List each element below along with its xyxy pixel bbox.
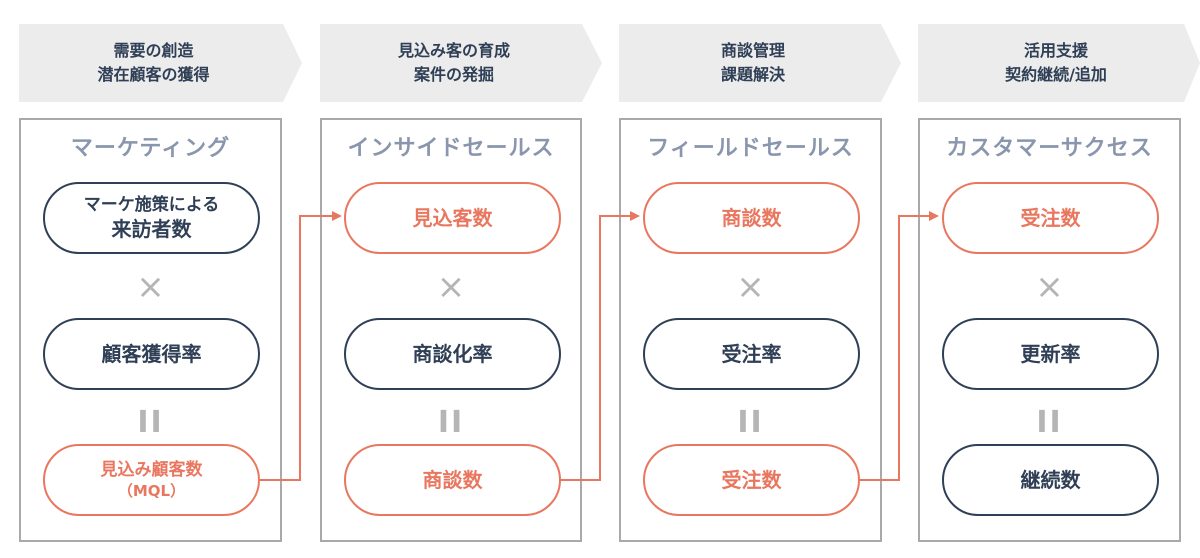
- stage-header-3-line-1: 商談管理: [720, 41, 785, 60]
- metric-orders-in: 受注数: [942, 182, 1159, 254]
- metric-renewals: 継続数: [942, 444, 1159, 516]
- stage-header-3-line-2: 課題解決: [720, 65, 785, 84]
- equals-operator: II: [437, 405, 465, 440]
- multiply-operator: ×: [736, 267, 765, 307]
- department-title: フィールドセールス: [647, 136, 854, 161]
- metric-win-rate: 受注率: [643, 318, 860, 390]
- department-title: インサイドセールス: [347, 136, 555, 161]
- department-title: マーケティング: [70, 136, 231, 161]
- multiply-operator: ×: [136, 267, 165, 307]
- stage-header-2-line-1: 見込み客の育成: [397, 41, 510, 60]
- metric-mql-line-1: 見込み顧客数: [100, 460, 203, 480]
- stage-column-inside-sales: インサイドセールス 見込客数 × 商談化率 II 商談数: [320, 118, 582, 542]
- metric-mql-line-2: （MQL）: [117, 482, 186, 500]
- equals-operator: II: [737, 405, 764, 440]
- stage-header-1-line-1: 需要の創造: [113, 41, 194, 60]
- stage-header-1-line-2: 潜在顧客の獲得: [97, 65, 210, 84]
- stage-header-4: 活用支援 契約継続/追加: [918, 24, 1200, 102]
- metric-mql: 見込み顧客数 （MQL）: [43, 444, 260, 516]
- stage-column-customer-success: カスタマーサクセス 受注数 × 更新率 II 継続数: [918, 118, 1181, 542]
- stage-column-field-sales: フィールドセールス 商談数 × 受注率 II 受注数: [619, 118, 882, 542]
- equals-operator: II: [1036, 405, 1063, 440]
- stage-header-4-line-2: 契約継続/追加: [1005, 65, 1107, 84]
- department-title: カスタマーサクセス: [946, 136, 1153, 161]
- stage-header-2-line-2: 案件の発掘: [413, 65, 494, 84]
- metric-meetings-in: 商談数: [643, 182, 860, 254]
- multiply-operator: ×: [436, 267, 466, 307]
- metric-renewal-rate: 更新率: [942, 318, 1159, 390]
- flow-arrow-1: [258, 211, 342, 481]
- metric-meeting-rate: 商談化率: [344, 318, 561, 390]
- metric-visitors: マーケ施策による 来訪者数: [43, 182, 260, 254]
- stage-column-marketing: マーケティング マーケ施策による 来訪者数 × 顧客獲得率 II 見込み顧客数 …: [19, 118, 282, 542]
- flow-arrow-2: [559, 211, 640, 481]
- metric-meetings: 商談数: [344, 444, 561, 516]
- stage-header-4-line-1: 活用支援: [1023, 41, 1088, 60]
- flow-arrow-3: [858, 211, 939, 481]
- stage-header-1: 需要の創造 潜在顧客の獲得: [19, 24, 302, 102]
- equals-operator: II: [137, 405, 164, 440]
- metric-orders: 受注数: [643, 444, 860, 516]
- metric-acquisition-rate: 顧客獲得率: [43, 318, 260, 390]
- stage-header-2: 見込み客の育成 案件の発掘: [320, 24, 602, 102]
- metric-leads: 見込客数: [344, 182, 561, 254]
- multiply-operator: ×: [1035, 267, 1064, 307]
- metric-visitors-line-1: マーケ施策による: [83, 195, 220, 215]
- stage-header-3: 商談管理 課題解決: [619, 24, 901, 102]
- metric-visitors-line-2: 来訪者数: [111, 217, 192, 241]
